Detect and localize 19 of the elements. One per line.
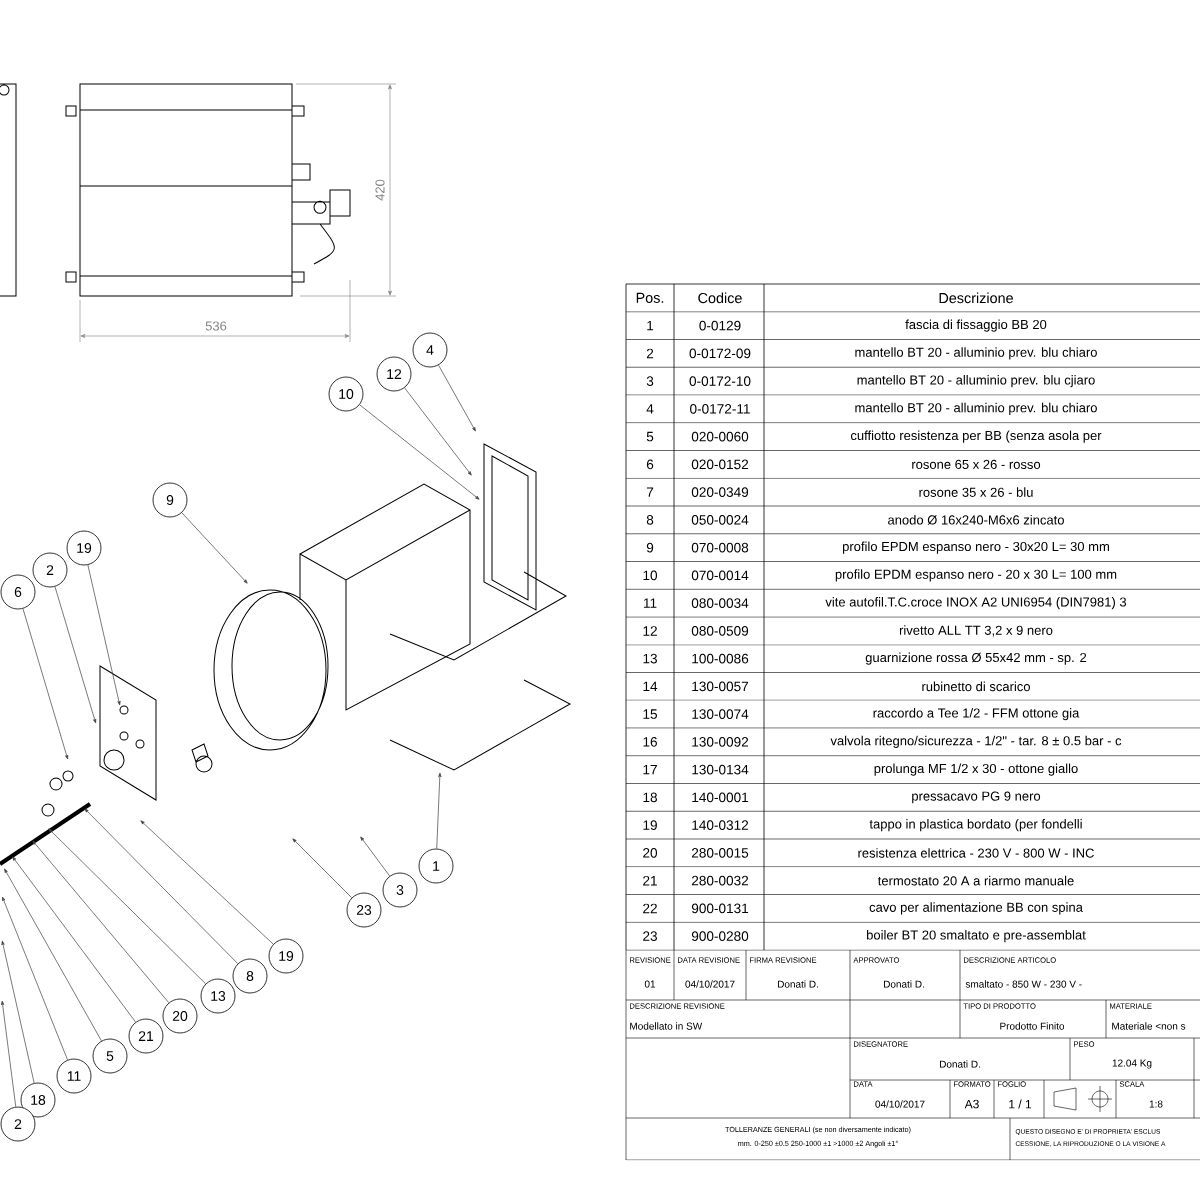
leader-line [359, 404, 480, 500]
leader-line [360, 836, 390, 877]
leader-line [32, 840, 170, 1004]
leader-line [140, 820, 274, 945]
leader-line [292, 838, 353, 899]
leader-line [84, 808, 239, 964]
leader-line [438, 364, 476, 432]
leader-line [12, 856, 136, 1023]
leader-line [436, 772, 442, 849]
leader-line [22, 608, 69, 760]
leader-line [48, 828, 206, 985]
leader-line [54, 586, 97, 724]
leader-line [4, 868, 102, 1042]
leader-line [181, 512, 248, 584]
leader-line [404, 387, 472, 476]
leader-line [1, 1000, 17, 1108]
leader-line [1, 940, 35, 1084]
leader-line [2, 896, 68, 1061]
leader-line [87, 564, 121, 706]
